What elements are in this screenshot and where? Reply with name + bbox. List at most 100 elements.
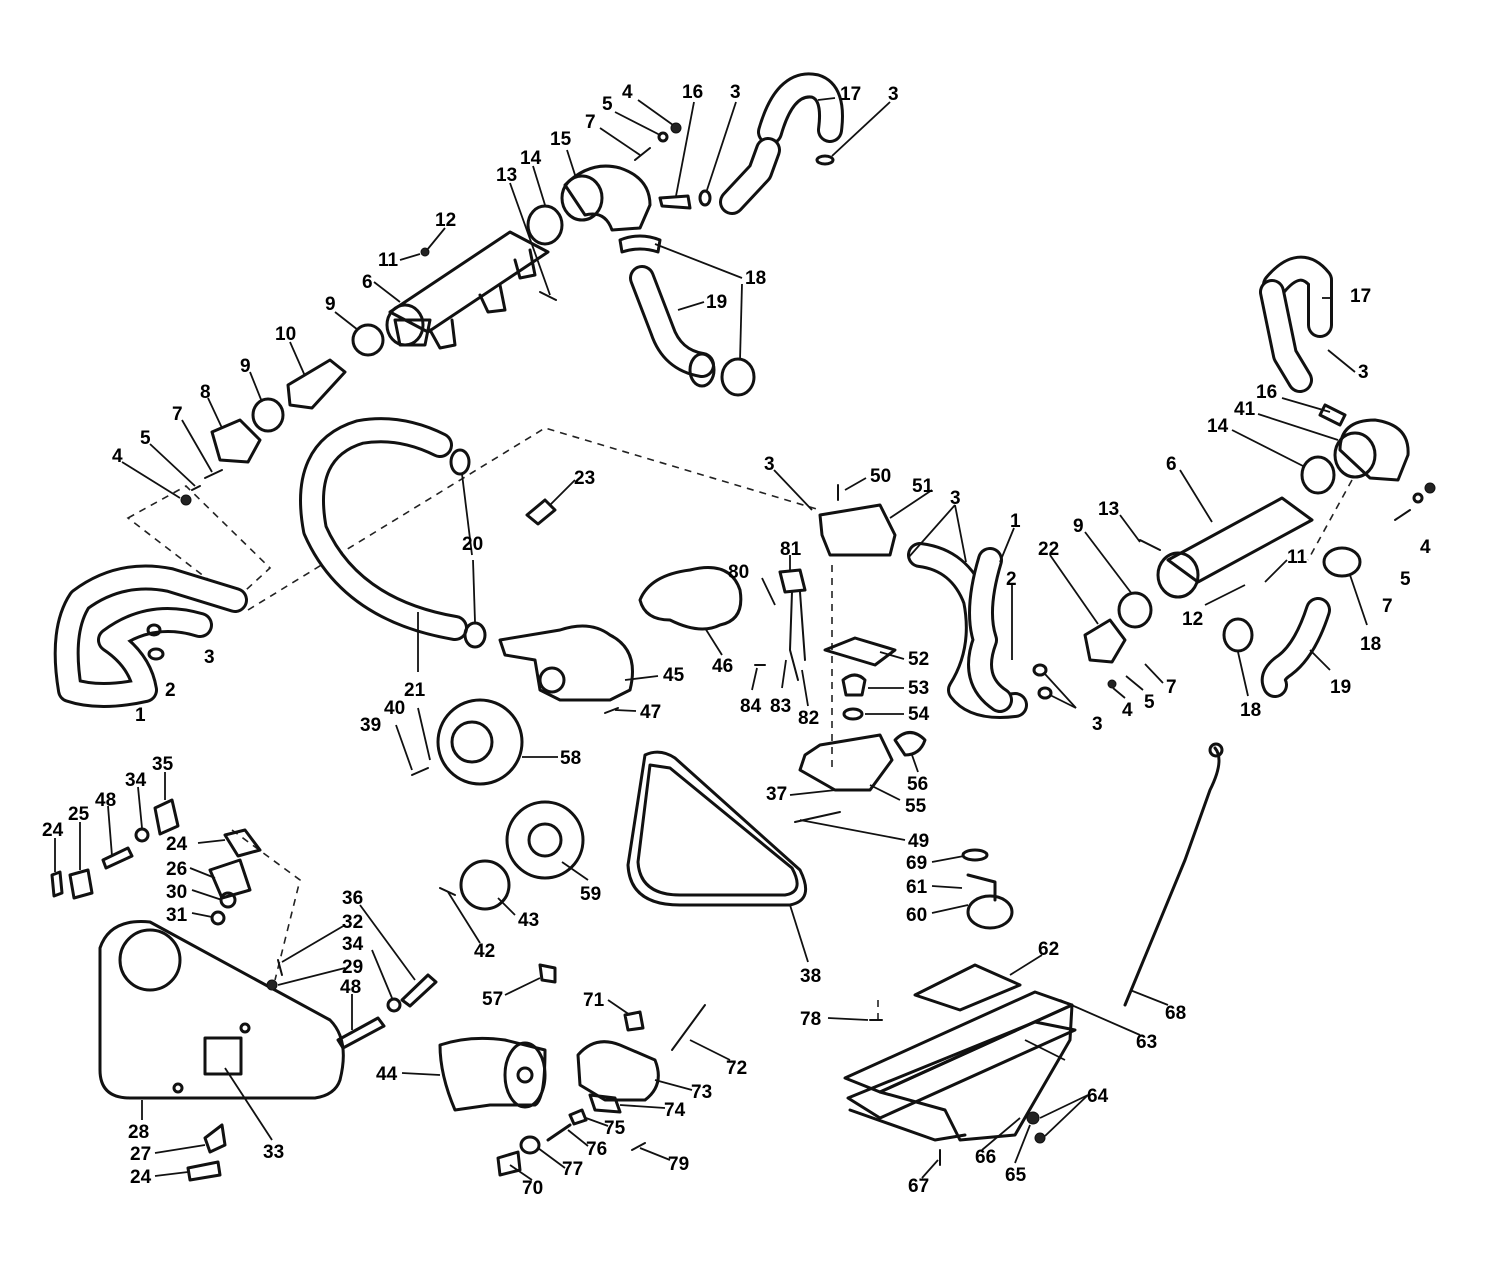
callout-label: 70	[522, 1178, 543, 1199]
callout-label: 81	[780, 539, 802, 560]
callout-label: 64	[1087, 1086, 1109, 1107]
drive-belt-38	[626, 750, 808, 907]
oil-fill-tube-61	[966, 873, 997, 902]
drive-belt-38-inner	[636, 763, 799, 897]
oil-pan-lower	[848, 1108, 967, 1142]
callout-label: 11	[378, 250, 399, 271]
callout-label: 63	[1136, 1032, 1157, 1053]
right-clamp-18-lower	[1222, 617, 1254, 653]
callout-label: 17	[840, 84, 861, 105]
callout-label: 47	[640, 702, 661, 723]
bracket-24-left	[50, 870, 64, 898]
nut-top	[670, 122, 682, 134]
sleeve-35	[153, 798, 180, 836]
callout-label: 69	[906, 853, 927, 874]
callout-label: 73	[691, 1082, 712, 1103]
callout-label: 40	[384, 698, 405, 719]
callout-label: 7	[172, 404, 183, 425]
callout-label: 24	[42, 820, 64, 841]
pump-gasket-46	[638, 566, 743, 631]
hose-clamp-18-lower	[720, 357, 756, 397]
callout-label: 12	[1182, 609, 1203, 630]
callout-label: 5	[140, 428, 151, 449]
callout-label: 34	[342, 934, 364, 955]
callout-label: 5	[1400, 569, 1411, 590]
oil-fill-cap-60	[966, 894, 1014, 930]
callout-label: 3	[204, 647, 215, 668]
right-washer-5	[1412, 492, 1424, 504]
oil-filter-group	[438, 963, 706, 1177]
callout-label: 19	[706, 292, 727, 313]
right-stud-7	[1394, 509, 1411, 521]
right-valve-block-22	[1083, 618, 1127, 664]
callout-label: 2	[1006, 569, 1017, 590]
clamp-20-bottom	[463, 621, 487, 649]
label-plate-33	[203, 1036, 243, 1076]
callout-label: 74	[664, 1100, 686, 1121]
valve-block	[210, 418, 262, 464]
pin-79	[631, 1142, 646, 1151]
thermostat-53	[841, 673, 867, 697]
stud-side	[539, 291, 557, 301]
callout-label: 50	[870, 466, 891, 487]
callout-label: 18	[1240, 700, 1261, 721]
bolt-32	[277, 959, 283, 976]
right-manifold	[1166, 496, 1314, 584]
oil-pump-body-74	[588, 1093, 622, 1114]
callout-label: 23	[574, 468, 595, 489]
callout-label: 3	[888, 84, 899, 105]
callout-label: 14	[1207, 416, 1229, 437]
callout-label: 16	[1256, 382, 1277, 403]
callout-label: 66	[975, 1147, 996, 1168]
callout-label: 1	[1010, 511, 1021, 532]
callout-label: 35	[152, 754, 174, 775]
callout-label: 42	[474, 941, 495, 962]
washer-top	[657, 131, 669, 143]
right-gasket-9	[1117, 591, 1153, 629]
sensor-23	[525, 498, 557, 526]
spacer-43	[459, 859, 511, 911]
center-components	[411, 484, 927, 911]
callout-label: 41	[1234, 399, 1256, 420]
callout-label: 3	[1092, 714, 1103, 735]
callout-label: 17	[1350, 286, 1371, 307]
callout-label: 5	[1144, 692, 1155, 713]
callout-label: 44	[376, 1064, 398, 1085]
callout-label: 24	[166, 834, 188, 855]
right-exhaust-manifold-group	[1083, 255, 1436, 698]
washer-29	[266, 979, 278, 991]
callout-label: 39	[360, 715, 381, 736]
bolt-48-upper	[101, 846, 134, 870]
clamp-20-top	[449, 448, 471, 476]
top-hoses	[629, 72, 844, 397]
callout-label: 26	[166, 859, 187, 880]
callout-label: 3	[950, 488, 961, 509]
callout-label: 36	[342, 888, 363, 909]
callout-label: 56	[907, 774, 928, 795]
dipstick-handle	[1208, 742, 1224, 758]
pulley-59-hub	[527, 822, 563, 858]
callout-label: 7	[1166, 677, 1177, 698]
callout-label: 77	[562, 1159, 583, 1180]
pan-gasket-62	[913, 963, 1022, 1012]
stud-top	[634, 147, 651, 161]
elbow-flange	[560, 174, 604, 222]
timing-cover-opening	[118, 928, 182, 992]
callout-label: 33	[263, 1142, 284, 1163]
plug-70	[496, 1150, 522, 1177]
oil-filter-44	[438, 1036, 547, 1112]
oil-pan-gasket-64	[846, 1020, 1077, 1120]
pulley-59	[505, 800, 585, 880]
bracket-27	[203, 1123, 227, 1154]
callout-label: 9	[325, 294, 336, 315]
dipstick-68	[1123, 746, 1221, 1007]
pulley-58	[436, 698, 524, 786]
callout-label: 75	[604, 1118, 626, 1139]
clamp-3-left-b	[147, 647, 165, 661]
oil-pump-73	[576, 1040, 660, 1102]
thermostat-housing-51	[818, 503, 897, 557]
callout-label: 82	[798, 708, 819, 729]
cover-hole-2	[239, 1022, 251, 1034]
bracket-25	[68, 868, 94, 900]
